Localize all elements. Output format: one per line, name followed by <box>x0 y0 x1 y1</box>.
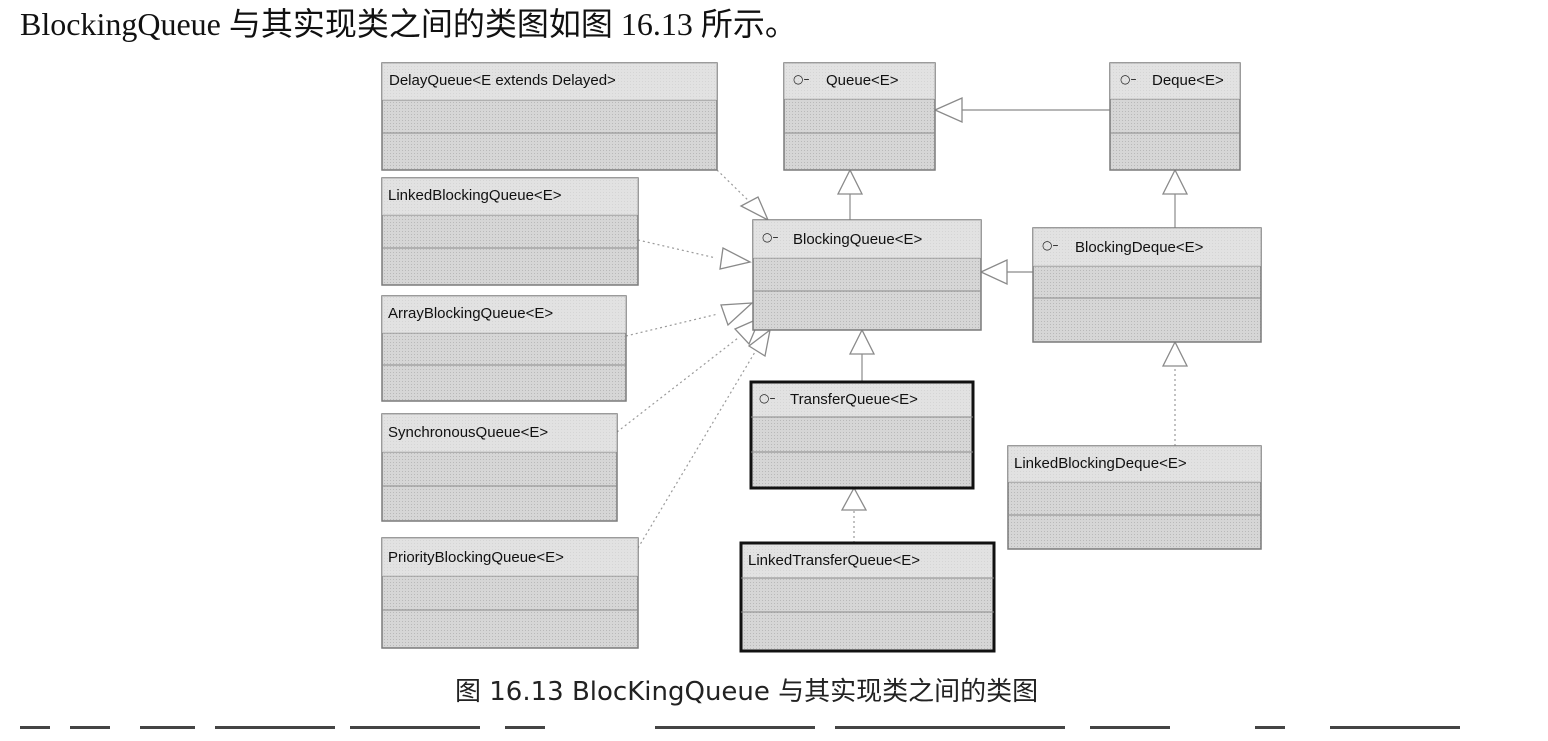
edge-synchronousqueue-impl <box>616 337 739 433</box>
arrowhead-from-linkedblockingqueue <box>719 247 752 270</box>
interface-icon: ○– <box>759 391 775 405</box>
class-name-linked-blocking-queue: LinkedBlockingQueue<E> <box>388 187 562 204</box>
arrowhead-to-blockingqueue-from-transferqueue <box>848 328 876 355</box>
arrowhead-to-blockingqueue-from-blockingdeque <box>979 258 1008 286</box>
interface-icon: ○– <box>1042 238 1058 252</box>
edge-priorityblockingqueue-impl <box>637 351 756 549</box>
class-box-delay-queue: DelayQueue<E extends Delayed> <box>381 62 718 171</box>
class-box-blocking-deque: ○– BlockingDeque<E> <box>1032 227 1262 343</box>
class-box-blocking-queue: ○– BlockingQueue<E> <box>752 219 982 331</box>
interface-icon: ○– <box>1120 72 1136 86</box>
figure-caption: 图 16.13 BlocKingQueue 与其实现类之间的类图 <box>455 677 1039 707</box>
class-name-blocking-queue: BlockingQueue<E> <box>793 231 922 248</box>
arrowhead-from-delayqueue <box>739 196 770 222</box>
class-box-linked-transfer-queue: LinkedTransferQueue<E> <box>739 541 996 653</box>
arrowhead-to-deque <box>1161 168 1189 195</box>
class-box-queue: ○– Queue<E> <box>783 62 936 171</box>
edge-linkedblockingqueue-impl <box>637 239 717 259</box>
cut-off-next-line <box>0 726 1548 741</box>
edge-arrayblockingqueue-impl <box>625 313 719 337</box>
class-name-priority-blocking-queue: PriorityBlockingQueue<E> <box>388 549 564 566</box>
arrowhead-to-queue-from-blockingqueue <box>836 168 864 195</box>
class-name-delay-queue: DelayQueue<E extends Delayed> <box>389 72 616 89</box>
class-name-queue: Queue<E> <box>826 72 899 89</box>
class-box-array-blocking-queue: ArrayBlockingQueue<E> <box>381 295 627 402</box>
intro-paragraph: BlockingQueue 与其实现类之间的类图如图 16.13 所示。 <box>20 6 797 42</box>
arrowheads <box>719 96 1189 511</box>
interface-icon: ○– <box>762 230 778 244</box>
class-box-linked-blocking-queue: LinkedBlockingQueue<E> <box>381 177 639 286</box>
class-box-synchronous-queue: SynchronousQueue<E> <box>381 413 618 522</box>
class-name-blocking-deque: BlockingDeque<E> <box>1075 239 1204 256</box>
class-box-transfer-queue: ○– TransferQueue<E> <box>749 380 975 490</box>
class-name-deque: Deque<E> <box>1152 72 1224 89</box>
relationship-lines <box>616 109 1176 549</box>
arrowhead-to-transferqueue <box>840 486 868 511</box>
class-name-linked-blocking-deque: LinkedBlockingDeque<E> <box>1014 455 1187 472</box>
arrowhead-from-arrayblockingqueue <box>720 302 754 327</box>
interface-icon: ○– <box>793 72 809 86</box>
edge-delayqueue-impl <box>716 169 753 205</box>
class-name-linked-transfer-queue: LinkedTransferQueue<E> <box>748 552 920 569</box>
class-box-deque: ○– Deque<E> <box>1109 62 1241 171</box>
class-name-array-blocking-queue: ArrayBlockingQueue<E> <box>388 305 553 322</box>
class-name-transfer-queue: TransferQueue<E> <box>790 391 918 408</box>
arrowhead-from-priorityblockingqueue <box>747 328 771 358</box>
arrowhead-to-blockingdeque <box>1161 340 1189 367</box>
class-box-linked-blocking-deque: LinkedBlockingDeque<E> <box>1007 445 1262 550</box>
arrowhead-to-queue-from-deque <box>933 96 963 124</box>
class-name-synchronous-queue: SynchronousQueue<E> <box>388 424 548 441</box>
class-box-priority-blocking-queue: PriorityBlockingQueue<E> <box>381 537 639 649</box>
